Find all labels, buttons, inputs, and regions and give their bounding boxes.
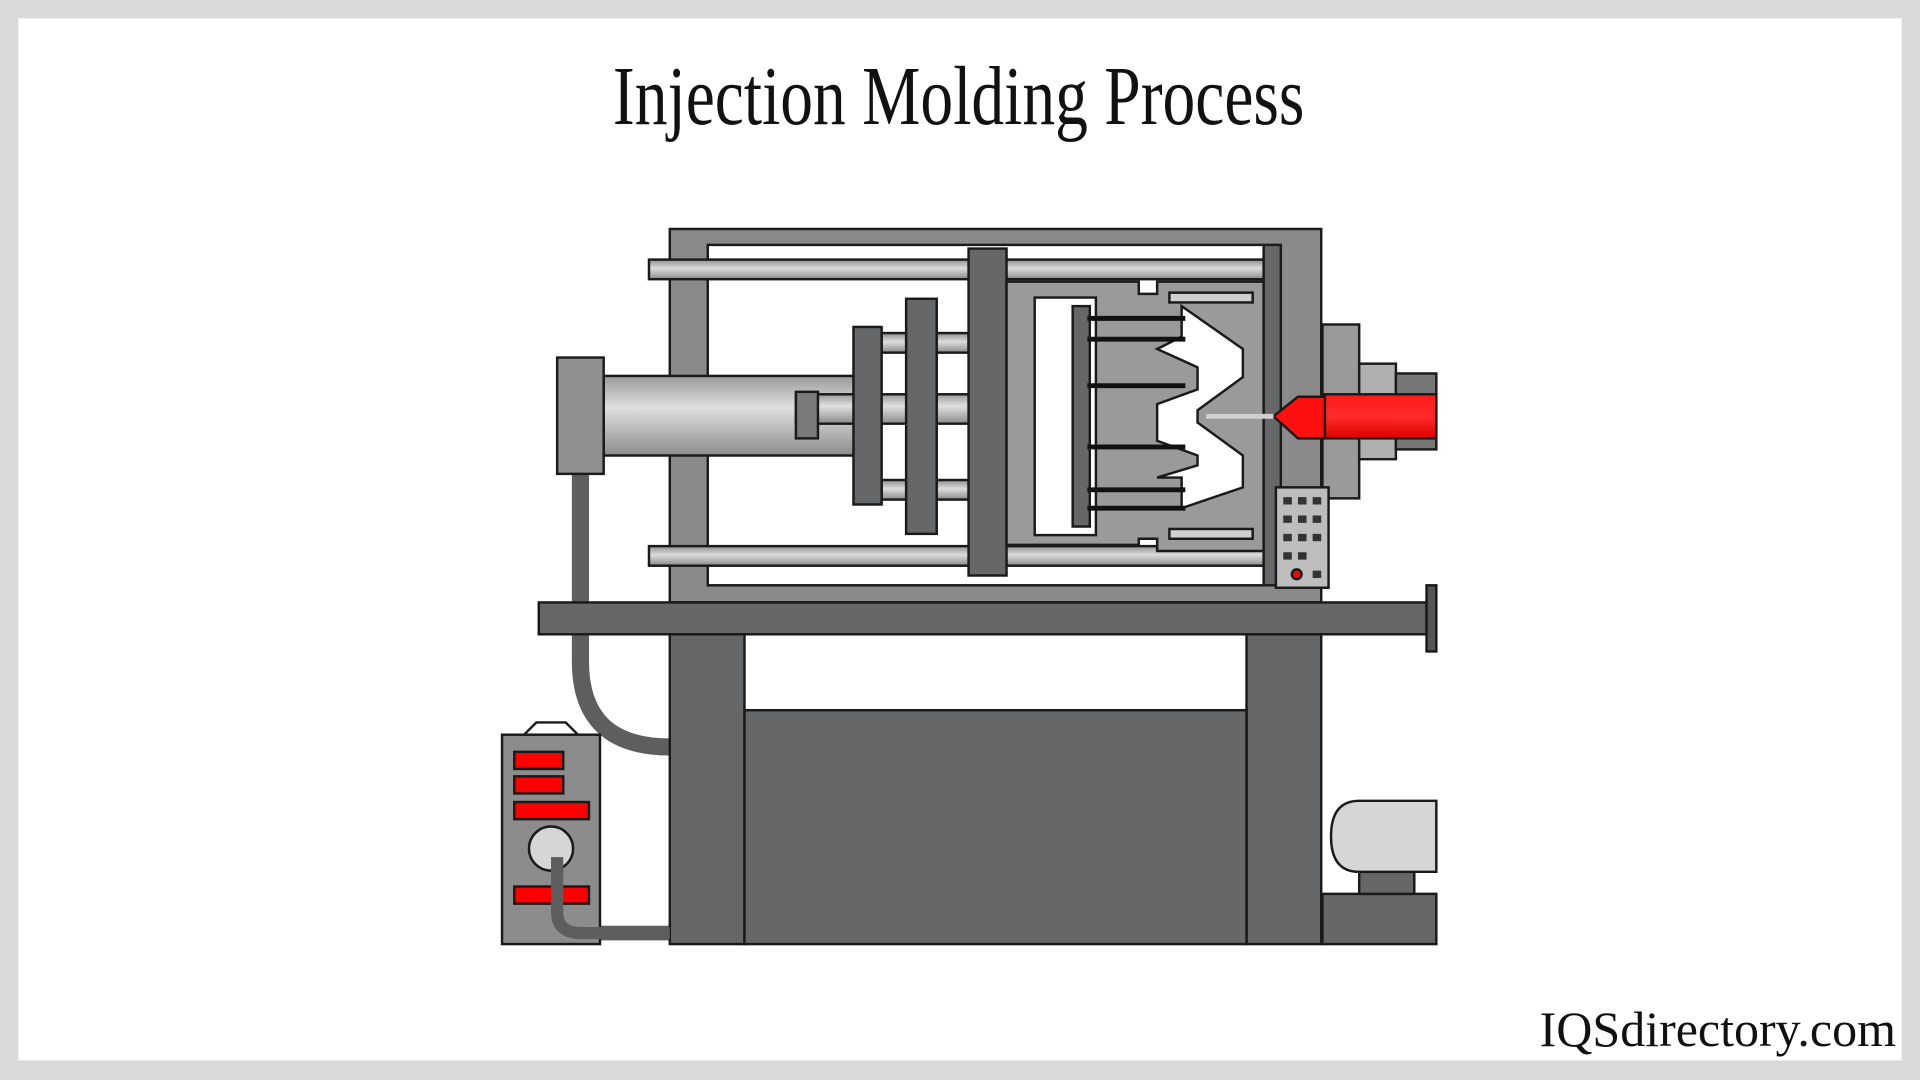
stop-button-icon bbox=[1290, 568, 1303, 581]
indicator-bar bbox=[513, 800, 591, 821]
power-unit-handle bbox=[523, 721, 579, 736]
power-unit-outlet-hose bbox=[551, 857, 670, 940]
piston-head bbox=[794, 390, 820, 440]
injection-nozzle bbox=[1271, 395, 1327, 440]
electric-motor bbox=[1329, 799, 1438, 874]
tie-bar-top bbox=[647, 258, 1265, 281]
motor-base bbox=[1321, 892, 1438, 946]
pressure-gauge-icon bbox=[527, 825, 575, 872]
hydraulic-hose-upper bbox=[571, 473, 670, 756]
guide-pin-bottom bbox=[1168, 527, 1254, 540]
hydraulic-tank bbox=[743, 708, 1248, 946]
brand-watermark: IQSdirectory.com bbox=[1539, 1001, 1896, 1057]
indicator-bar bbox=[513, 750, 565, 771]
base-leg-left bbox=[668, 633, 746, 946]
guide-pin-top bbox=[1168, 291, 1254, 304]
machine-bed bbox=[537, 601, 1428, 636]
ejector-plate bbox=[1071, 304, 1092, 528]
motor-mount bbox=[1357, 870, 1416, 896]
base-leg-right bbox=[1245, 633, 1323, 946]
mold-cavity bbox=[1154, 303, 1245, 510]
bed-end-flange bbox=[1425, 584, 1438, 653]
cylinder-end-cap bbox=[555, 356, 605, 476]
toggle-plate-2 bbox=[904, 297, 938, 536]
moving-platen bbox=[967, 247, 1008, 577]
toggle-plate-1 bbox=[852, 325, 883, 506]
injection-barrel bbox=[1321, 393, 1438, 440]
indicator-bar bbox=[513, 775, 565, 795]
page-title: Injection Molding Process bbox=[612, 50, 1305, 143]
